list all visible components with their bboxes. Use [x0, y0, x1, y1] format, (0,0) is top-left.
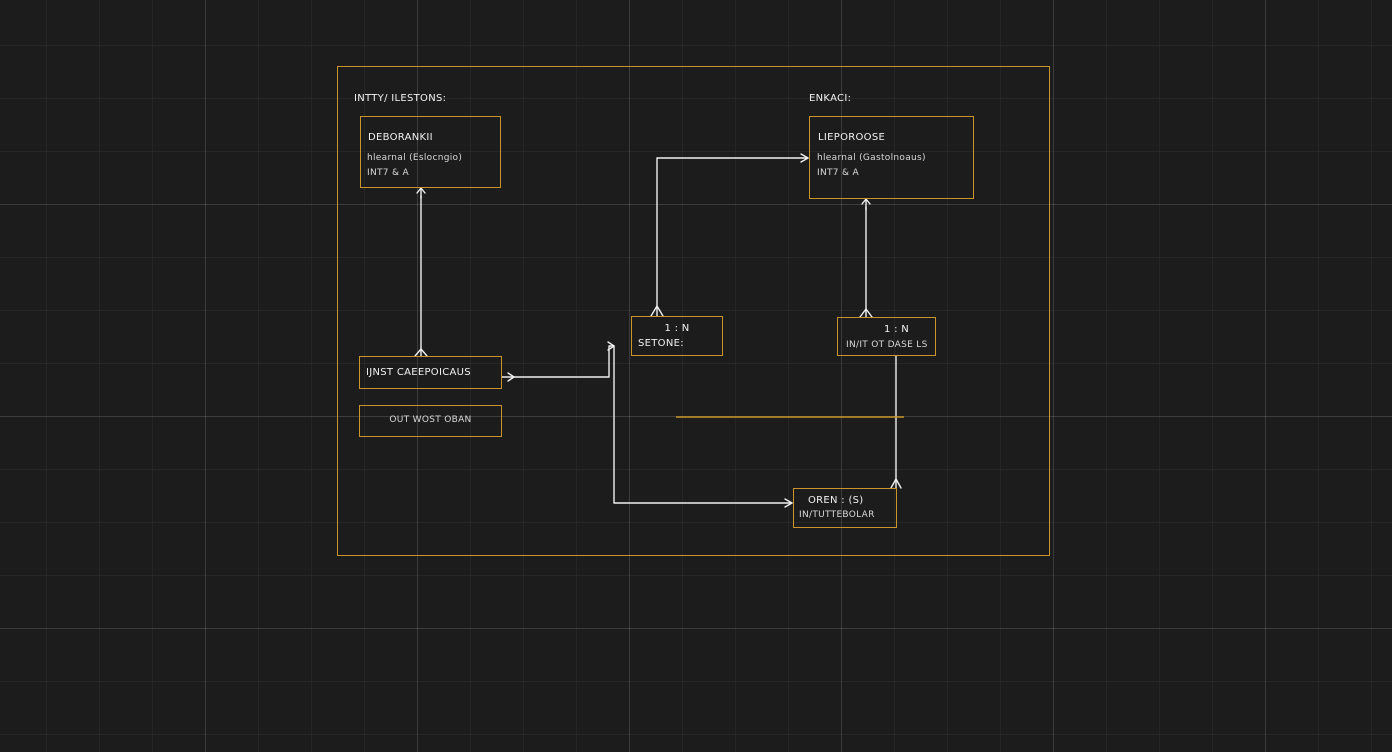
relation-right-cardinality: 1 : N — [883, 324, 910, 335]
entity-right-title: LIEPOROOSE — [818, 132, 886, 143]
entity-right-line1: hlearnal (Gastolnoaus) — [817, 153, 926, 163]
bottom-box[interactable]: OREN : (S) IN/TUTTEBOLAR — [793, 488, 897, 528]
entity-left-line1: hlearnal (Eslocngio) — [367, 153, 463, 163]
output-box[interactable]: OUT WOST OBAN — [359, 405, 502, 437]
entity-right-line2: INT7 & A — [817, 168, 859, 178]
relation-mid-cardinality: 1 : N — [664, 323, 690, 334]
list-box[interactable]: IJNST CAEEPOICAUS — [359, 356, 502, 389]
relation-right-box[interactable]: 1 : N IN/IT OT DASE LS — [837, 317, 936, 356]
entity-left-title: DEBORANKII — [368, 132, 433, 143]
group-frame — [337, 66, 1050, 556]
output-box-label: OUT WOST OBAN — [389, 415, 472, 425]
group-left-title: INTTY/ ILESTONS: — [354, 93, 447, 104]
bottom-box-line1: OREN : (S) — [808, 495, 864, 506]
relation-mid-label: SETONE: — [638, 338, 684, 349]
relation-mid-box[interactable]: 1 : N SETONE: — [631, 316, 723, 356]
entity-left-box[interactable]: DEBORANKII hlearnal (Eslocngio) INT7 & A — [360, 116, 501, 188]
entity-left-line2: INT7 & A — [367, 168, 409, 178]
list-box-label: IJNST CAEEPOICAUS — [366, 367, 471, 378]
bottom-box-line2: IN/TUTTEBOLAR — [799, 510, 875, 520]
entity-right-box[interactable]: LIEPOROOSE hlearnal (Gastolnoaus) INT7 &… — [809, 116, 974, 199]
group-right-title: ENKACI: — [809, 93, 852, 104]
relation-right-label: IN/IT OT DASE LS — [846, 340, 928, 350]
